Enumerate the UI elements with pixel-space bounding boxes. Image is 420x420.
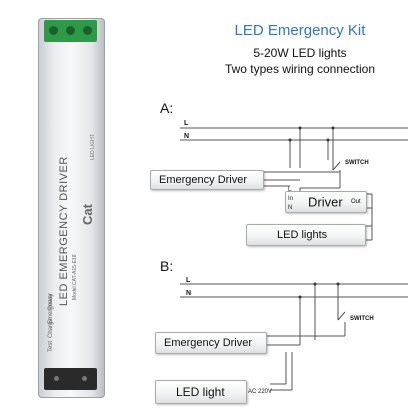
page-title: LED Emergency Kit — [234, 22, 366, 39]
switch-b-blade — [337, 311, 346, 321]
line-b-n: N — [186, 290, 192, 297]
driver-box: Driver Out — [285, 191, 367, 213]
led-light-box: LED light — [155, 380, 247, 404]
emergency-driver-device — [38, 18, 105, 398]
emergency-driver-b-label: Emergency Driver — [164, 337, 253, 349]
emergency-driver-box-a: Emergency Driver — [150, 170, 264, 190]
diagram-b-label: B: — [160, 258, 174, 274]
indicator-icon — [82, 376, 87, 381]
line-a-n: N — [184, 133, 190, 140]
indicator-icon — [54, 376, 59, 381]
subtitle-wiring: Two types wiring connection — [224, 62, 376, 76]
terminal-block — [44, 20, 97, 42]
screw-icon — [66, 26, 75, 35]
line-a-l: L — [184, 120, 189, 127]
led-lights-label: LED lights — [277, 229, 328, 241]
diagram-a-label: A: — [160, 100, 174, 116]
led-lights-box: LED lights — [246, 224, 366, 246]
line-b-l: L — [186, 277, 191, 284]
subtitle-power: 5-20W LED lights — [253, 46, 347, 60]
driver-in-l: L — [288, 187, 292, 193]
switch-b-label: SWITCH — [350, 316, 374, 322]
driver-label: Driver — [308, 194, 343, 210]
ac-voltage-label: AC 220V — [248, 389, 273, 395]
emergency-driver-box-b: Emergency Driver — [155, 332, 267, 354]
switch-a-blade — [332, 161, 341, 171]
driver-out-label: Out — [351, 199, 361, 205]
switch-a-label: SWITCH — [345, 160, 369, 166]
screw-icon — [49, 26, 58, 35]
led-light-label: LED light — [176, 385, 225, 399]
driver-in-n: N — [288, 205, 293, 211]
emergency-driver-a-label: Emergency Driver — [159, 174, 248, 186]
device-endcap — [44, 368, 97, 390]
screw-icon — [83, 26, 92, 35]
driver-in: In — [288, 196, 294, 202]
